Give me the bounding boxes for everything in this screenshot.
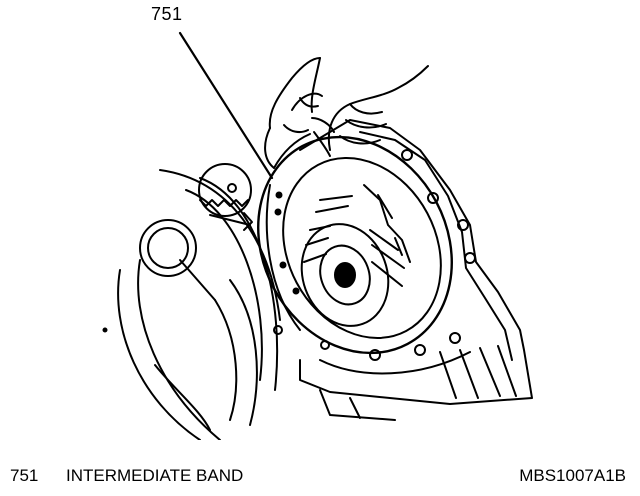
- left-hand: [264, 57, 323, 169]
- stray-dot: [102, 327, 108, 333]
- callout-number-label: 751: [151, 4, 183, 24]
- callout-leader-line: [178, 31, 274, 180]
- left-drum-assemblies: [117, 169, 281, 440]
- sprocket-gear: [198, 163, 253, 231]
- transmission-illustration: [102, 31, 533, 440]
- clutch-drum: [300, 184, 411, 327]
- intermediate-band: [257, 135, 453, 355]
- legend-number: 751: [10, 466, 39, 485]
- figure-code: MBS1007A1B: [519, 466, 626, 485]
- legend-description: INTERMEDIATE BAND: [66, 466, 244, 485]
- transmission-case: [273, 119, 533, 421]
- right-hand: [311, 65, 429, 157]
- legend: 751 INTERMEDIATE BAND: [10, 466, 243, 486]
